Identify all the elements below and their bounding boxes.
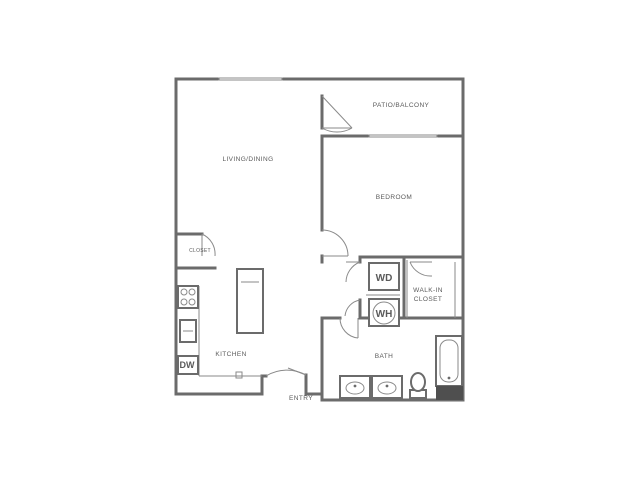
washer-dryer-label: WD bbox=[376, 273, 393, 284]
dishwasher-icon bbox=[177, 355, 199, 375]
stove-icon bbox=[177, 285, 199, 309]
room-label-living-dining: LIVING/DINING bbox=[222, 156, 273, 163]
room-label-walk-in: WALK-IN bbox=[413, 287, 443, 294]
room-label-closet: CLOSET bbox=[189, 248, 211, 254]
utility-appliances bbox=[368, 262, 400, 327]
doors bbox=[201, 95, 433, 377]
room-label-bath: BATH bbox=[375, 353, 393, 360]
room-label-walk-in-closet: CLOSET bbox=[414, 296, 442, 303]
labels: LIVING/DINING PATIO/BALCONY BEDROOM CLOS… bbox=[180, 102, 443, 402]
water-heater-icon bbox=[368, 298, 400, 327]
kitchen-island bbox=[236, 268, 264, 334]
room-label-kitchen: KITCHEN bbox=[215, 351, 246, 358]
water-heater-label: WH bbox=[376, 309, 393, 320]
room-label-bedroom: BEDROOM bbox=[376, 194, 412, 201]
kitchen-fixtures bbox=[177, 268, 264, 379]
shower-base-icon bbox=[436, 386, 463, 400]
room-label-entry: ENTRY bbox=[289, 395, 313, 402]
bath-fixtures bbox=[339, 335, 463, 400]
toilet-icon bbox=[410, 372, 426, 392]
room-label-patio-balcony: PATIO/BALCONY bbox=[373, 102, 430, 109]
dishwasher-label: DW bbox=[180, 360, 195, 370]
walls bbox=[174, 77, 465, 402]
washer-dryer-icon bbox=[368, 262, 400, 291]
